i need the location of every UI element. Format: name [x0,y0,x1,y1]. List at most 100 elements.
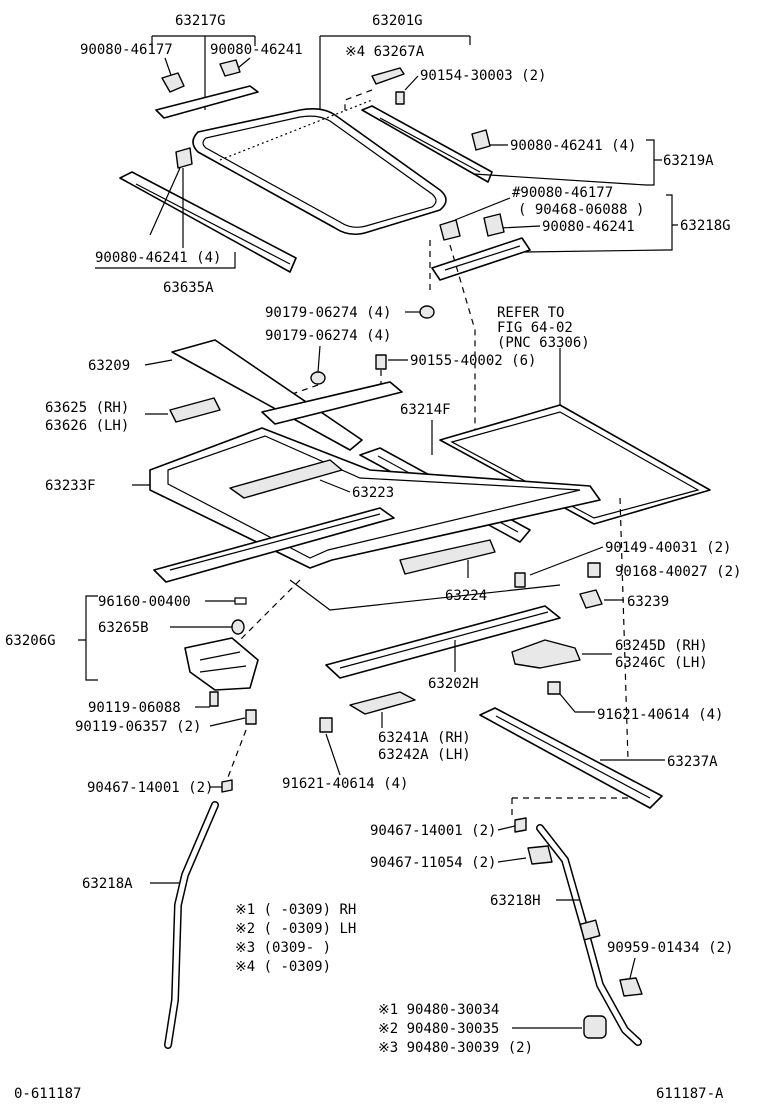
label-63214F: 63214F [400,402,451,418]
clip-63635A [175,147,193,169]
label-90119-06088: 90119-06088 [88,700,181,716]
label-90149: 90149-40031 (2) [605,540,731,556]
label-63626: 63626 (LH) [45,418,129,434]
leaders-63635A-clip [149,167,184,248]
screw-90149 [514,572,526,588]
label-91621-a: 91621-40614 (4) [282,776,408,792]
leader-90119-06357 [209,717,246,727]
label-refer-1: REFER TO [497,305,564,321]
label-90467-11054: 90467-11054 (2) [370,855,496,871]
label-90179-b: 90179-06274 (4) [265,328,391,344]
hose-63218A-inner [165,802,218,1048]
part-63224 [399,539,496,575]
label-63635A: 63635A [163,280,214,296]
label-90959: 90959-01434 (2) [607,940,733,956]
screw-90154 [395,91,405,105]
bracket-63206G [78,595,98,681]
rail-63635A-detail [135,183,291,265]
screw-90119-06088 [209,691,219,707]
clip-90080-46177-b [439,219,461,241]
clip-90080-46241 [219,59,241,77]
hose-63218H-inner [537,825,641,1045]
label-63237A: 63237A [667,754,718,770]
note-2: ※2 ( -0309) LH [235,921,356,937]
part-63223 [229,459,343,499]
leader-90467-11054 [497,857,527,863]
nut-90179-b [310,371,326,385]
bracket-63201G [319,35,471,110]
rail-63237A [479,707,663,809]
glass-inner-edge [202,115,437,228]
leader-90154 [404,75,419,91]
bracket-63625 [169,397,221,423]
label-refer-2: FIG 64-02 [497,320,573,336]
rail-63202H [325,605,561,679]
label-63201G: 63201G [372,13,423,29]
clip-90467-11054 [527,845,553,865]
part-63267A [371,67,405,85]
note-4: ※4 ( -0309) [235,959,331,975]
label-63202H: 63202H [428,676,479,692]
dash-center [429,240,476,430]
label-90468: ( 90468-06088 ) [518,202,644,218]
cable-line [289,579,561,611]
label-90154: 90154-30003 (2) [420,68,546,84]
label-63224: 63224 [445,588,487,604]
bracket-63635A [95,252,236,269]
rail-63218G-detail [444,245,521,271]
leader-90179-b [317,345,321,373]
label-91621-b: 91621-40614 (4) [597,707,723,723]
label-63241A: 63241A (RH) [378,730,471,746]
leader-91621-a [325,733,341,776]
dash-motor [224,729,247,786]
alt-1: ※1 90480-30034 [378,1002,499,1018]
clip-63219A [471,129,491,151]
label-90467-14001-a: 90467-14001 (2) [87,780,213,796]
footer-right: 611187-A [656,1086,724,1102]
label-90080-46241-b: 90080-46241 [542,219,635,235]
part-63241A [349,691,416,715]
label-63265B: 63265B [98,620,149,636]
label-63218G: 63218G [680,218,731,234]
label-63219A: 63219A [663,153,714,169]
clamp-hose [579,919,601,941]
leader-63223 [319,479,351,493]
bracket-63219A [473,139,662,186]
label-90168: 90168-40027 (2) [615,564,741,580]
label-63267A: ※4 63267A [345,44,425,60]
label-63233F: 63233F [45,478,96,494]
leaders-63218G [454,197,667,253]
label-90080-46241-a: 90080-46241 [210,42,303,58]
label-90080-46177-a: 90080-46177 [80,42,173,58]
dash-63267A [344,89,373,112]
label-63206G: 63206G [5,633,56,649]
part-63245D [511,639,581,669]
label-63209: 63209 [88,358,130,374]
nut-91621-a [319,717,333,733]
glass-panel-63201G [192,108,447,236]
motor-detail [199,651,247,673]
clip-90467-14001-b [514,817,527,833]
dot-glass-ref [219,99,373,161]
label-90080-46241-4b: 90080-46241 (4) [95,250,221,266]
label-90467-14001-b: 90467-14001 (2) [370,823,496,839]
dash-right-hose [511,797,628,818]
rail-63219A-detail [379,117,481,173]
bracket-63217G [151,35,256,110]
label-63239: 63239 [627,594,669,610]
bracket-63218G [666,194,678,251]
label-63218A: 63218A [82,876,133,892]
label-90179-a: 90179-06274 (4) [265,305,391,321]
alt-2: ※2 90480-30035 [378,1021,499,1037]
leader-90467-14001-b [497,825,516,831]
leader-90149 [529,546,604,576]
grommet-90480 [583,1015,607,1039]
screw-90168 [587,562,601,578]
note-1: ※1 ( -0309) RH [235,902,356,918]
clip-90080-46241-b [483,213,505,237]
label-90080-46241-4a: 90080-46241 (4) [510,138,636,154]
label-63217G: 63217G [175,13,226,29]
screw-90155 [375,354,387,370]
label-63242A: 63242A (LH) [378,747,471,763]
